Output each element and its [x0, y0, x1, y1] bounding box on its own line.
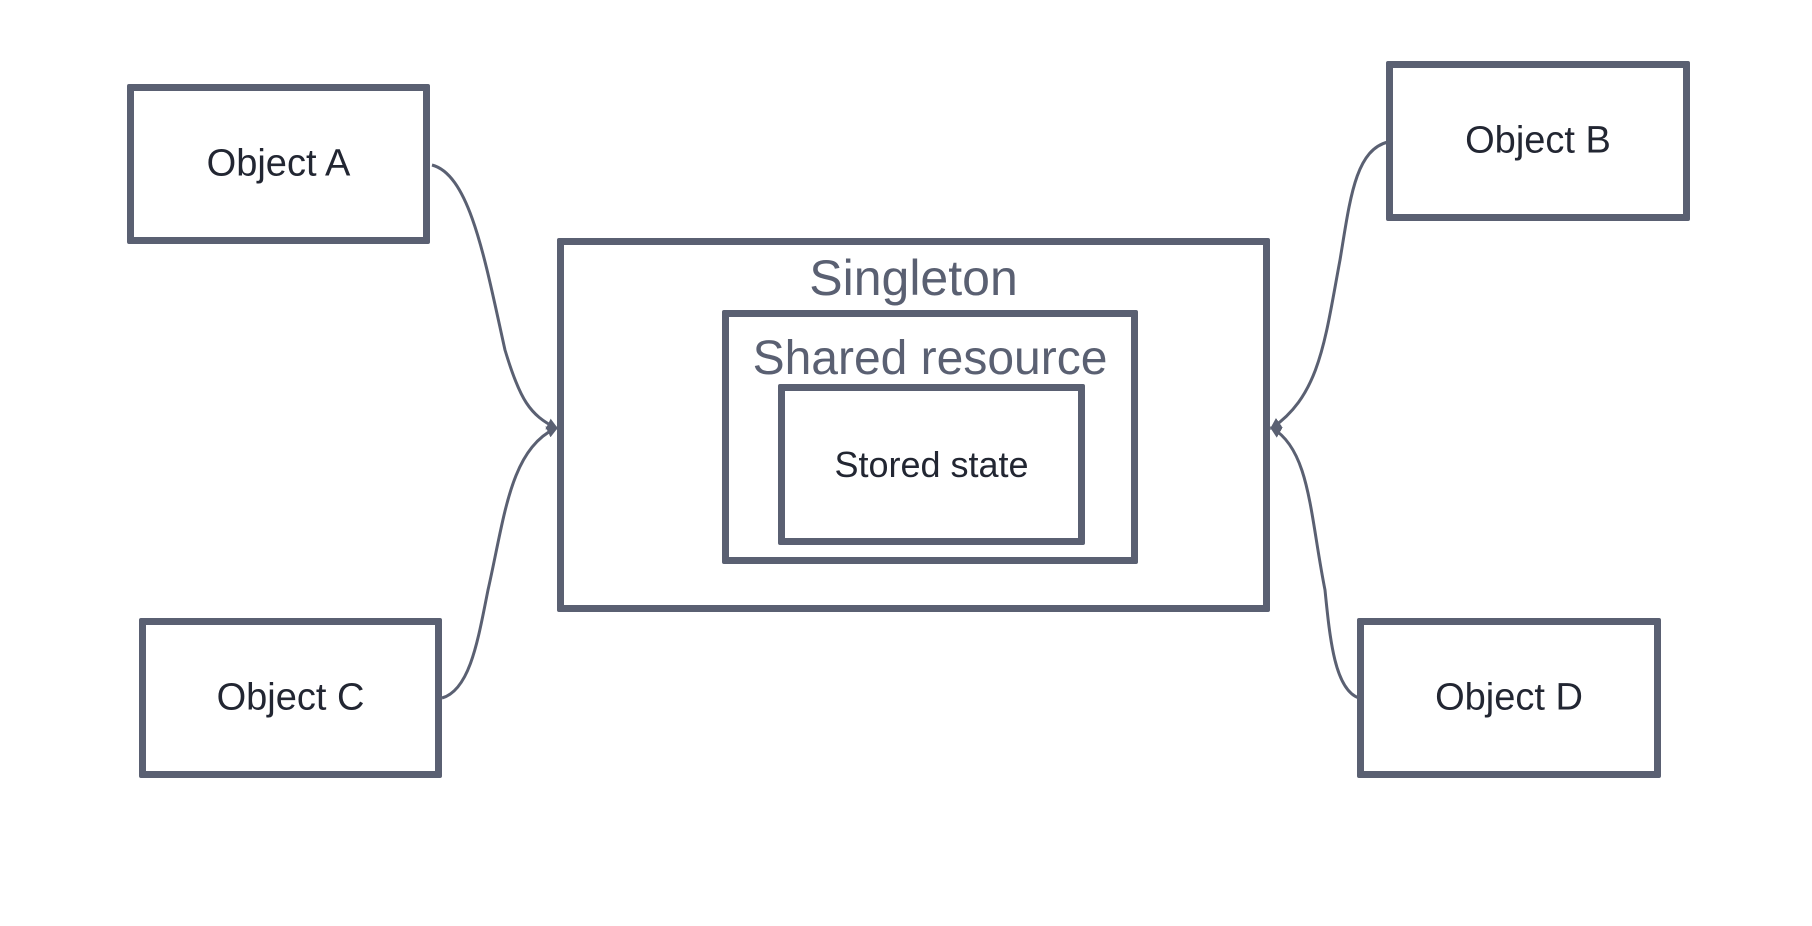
object-a-box: Object A [127, 84, 430, 244]
connector-a-to-singleton [431, 163, 559, 430]
connector-c-to-singleton [441, 426, 559, 700]
object-b-box: Object B [1386, 61, 1690, 221]
singleton-title: Singleton [809, 250, 1018, 306]
connector-b-to-singleton [1269, 140, 1389, 430]
stored-state-label: Stored state [834, 443, 1029, 485]
object-b-label: Object B [1465, 119, 1611, 162]
object-a-label: Object A [206, 142, 351, 185]
connector-d-to-singleton [1269, 426, 1360, 700]
object-d-label: Object D [1435, 676, 1583, 719]
shared-resource-title: Shared resource [752, 332, 1108, 385]
stored-state-box: Stored state [778, 384, 1085, 545]
object-d-box: Object D [1357, 618, 1661, 778]
object-c-label: Object C [216, 676, 365, 719]
object-c-box: Object C [139, 618, 442, 778]
